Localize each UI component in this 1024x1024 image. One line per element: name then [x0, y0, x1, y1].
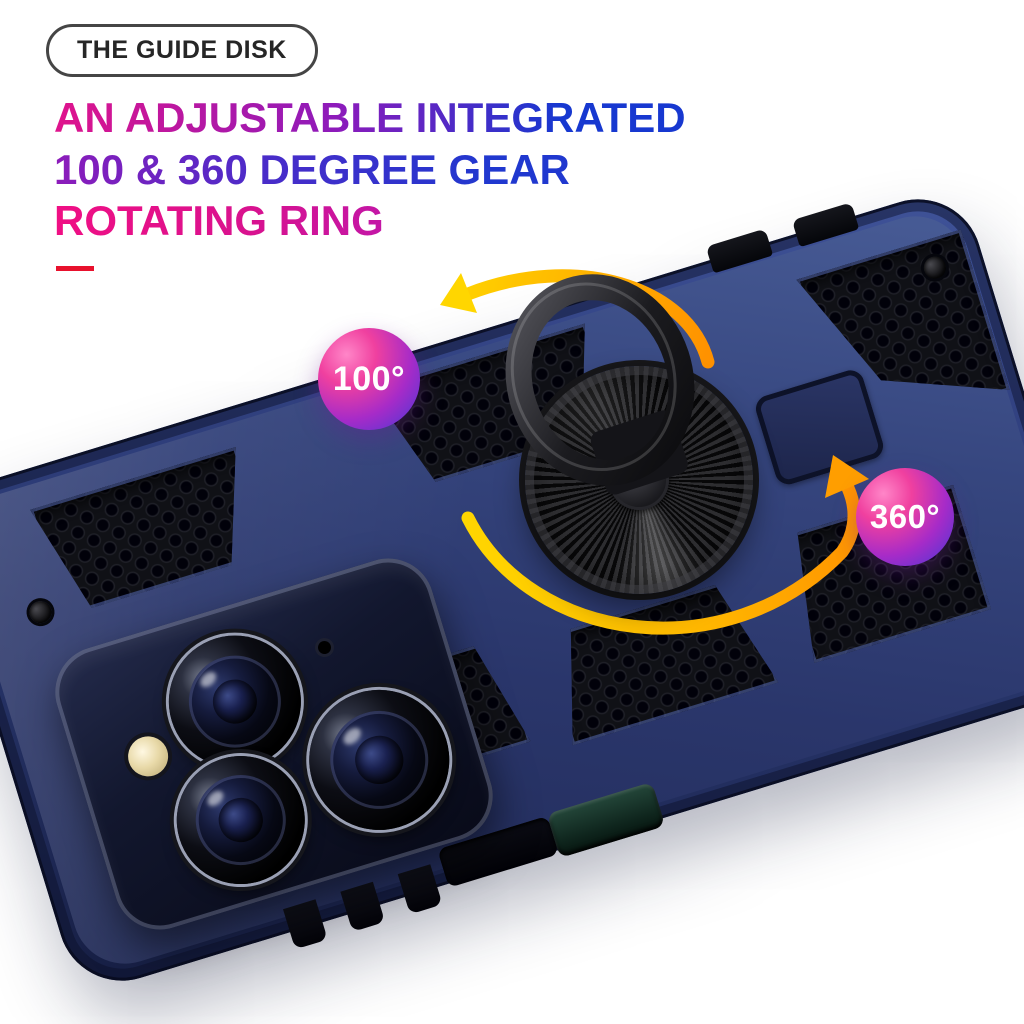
lens-inner-ring [184, 764, 297, 876]
lens-inner-ring [177, 643, 293, 760]
angle-callout-100: 100° [318, 328, 420, 430]
title-line-3: ROTATING RING [54, 195, 384, 247]
camera-lens [291, 672, 467, 848]
angle-callout-360: 360° [856, 468, 954, 566]
flash-led [123, 731, 174, 782]
lens-inner-ring [318, 698, 441, 822]
red-accent-dash [56, 266, 94, 271]
guide-disk-badge: THE GUIDE DISK [46, 24, 318, 77]
angle-callout-100-label: 100° [332, 359, 406, 398]
lens-glass [207, 673, 263, 730]
guide-disk-badge-label: THE GUIDE DISK [77, 36, 287, 64]
title-line-2: 100 & 360 DEGREE GEAR [54, 144, 570, 196]
ring-stand-disk [525, 366, 753, 594]
camera-lens [160, 740, 321, 900]
lens-glass [213, 793, 268, 847]
lens-glass [349, 730, 409, 790]
ring-stand-hub [609, 450, 669, 510]
title-line-1: AN ADJUSTABLE INTEGRATED [54, 92, 686, 144]
page-title: AN ADJUSTABLE INTEGRATED 100 & 360 DEGRE… [54, 92, 686, 247]
rotation-arrow-upper-head-icon [440, 273, 477, 313]
angle-callout-360-label: 360° [869, 498, 941, 535]
lens-glint [197, 668, 220, 690]
sensor-dot [316, 639, 333, 656]
